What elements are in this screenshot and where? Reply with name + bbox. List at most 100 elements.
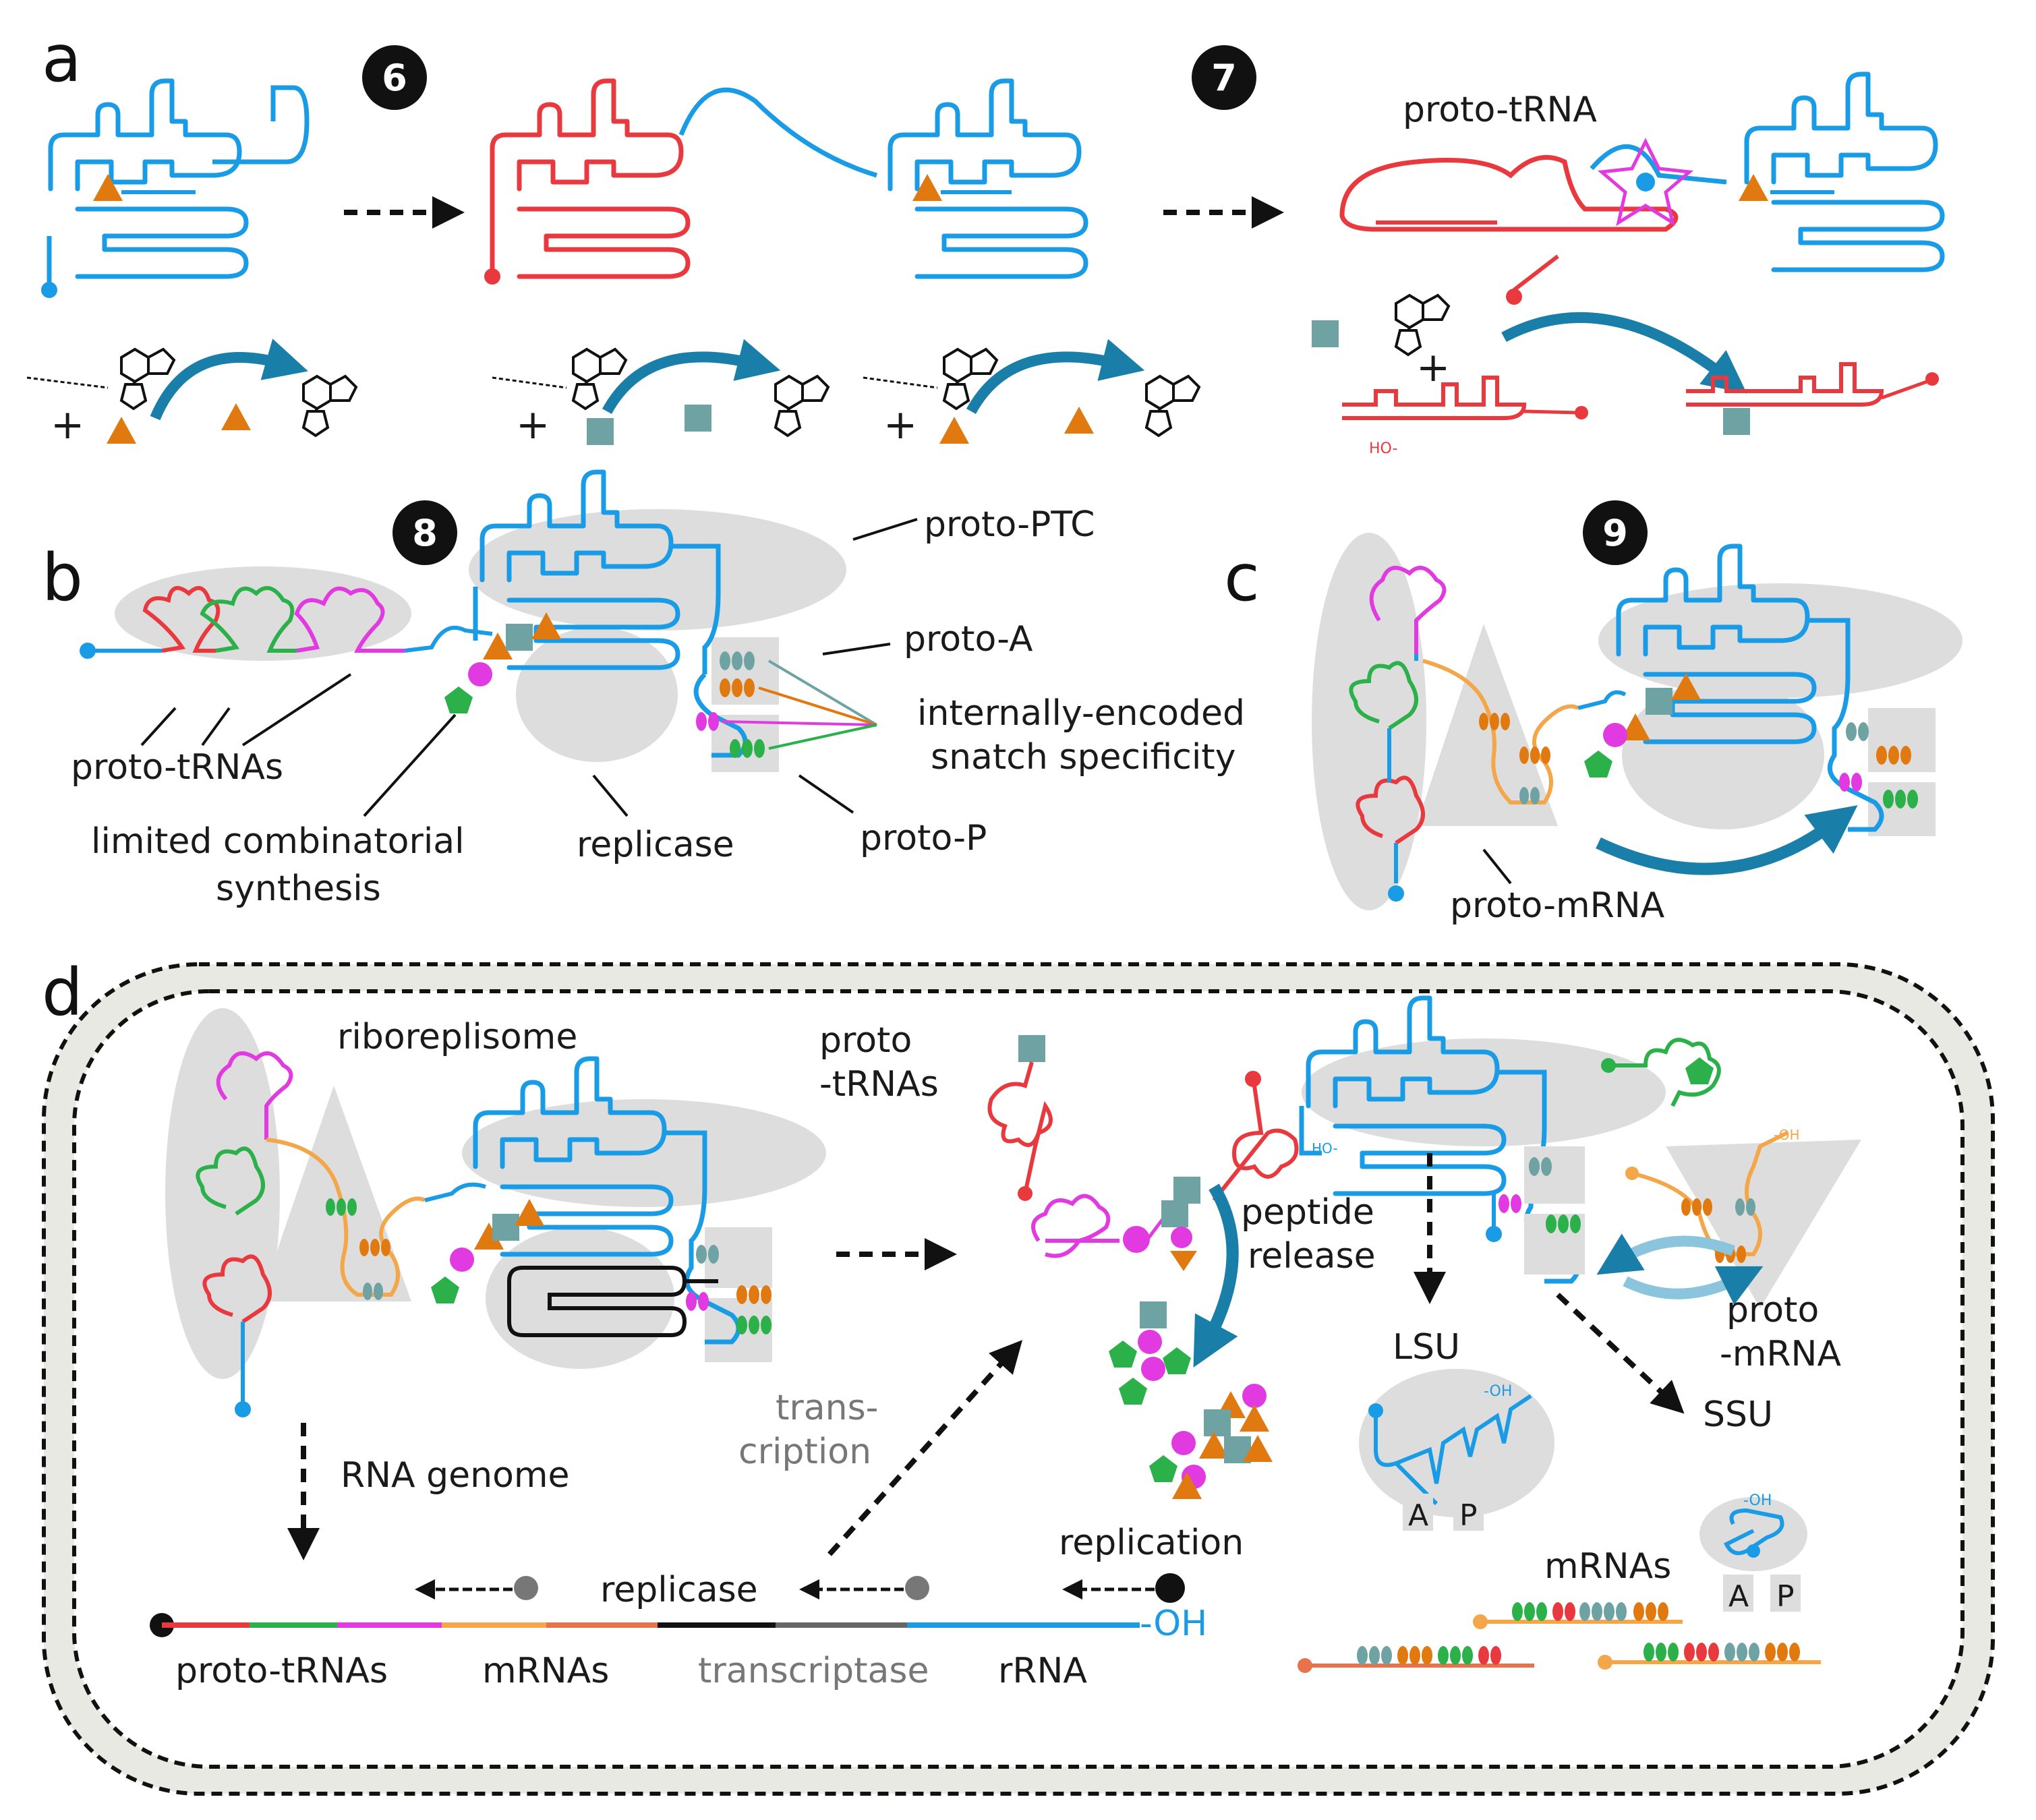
lsu-site-a-label: A: [1408, 1498, 1428, 1533]
svg-text:6: 6: [382, 57, 407, 99]
lsu-label: LSU: [1393, 1327, 1460, 1368]
rna-genome-label: RNA genome: [341, 1455, 570, 1496]
amino-acid-square: [685, 405, 711, 432]
segment-label-rrna: rRNA: [998, 1651, 1087, 1691]
proto-a-label: proto-A: [904, 619, 1033, 659]
ssu-site-a-label: A: [1728, 1579, 1749, 1614]
ssu-rrna: [1723, 1508, 1784, 1556]
replication-label: replication: [1059, 1523, 1244, 1563]
rna-terminus-dot: [484, 268, 500, 285]
proto-trna-red: [1356, 775, 1425, 845]
proto-trna-red: [202, 1254, 272, 1324]
peptide-release-arrow: [1193, 1183, 1239, 1368]
lsu-region: [1359, 1369, 1554, 1517]
mrna-strand-1: [1473, 1602, 1683, 1629]
ssu-site-a: [1723, 1575, 1753, 1612]
proto-trna-magenta: [1369, 566, 1447, 654]
amino-acid-square: [492, 1214, 519, 1241]
proto-trnas-label: proto-tRNAs: [71, 747, 283, 788]
amino-acid-square: [1646, 688, 1673, 715]
segment-label-transcriptase: transcriptase: [698, 1651, 929, 1691]
transfer-arrow: [602, 339, 781, 414]
product-trna-red: [1686, 362, 1884, 407]
plus-sign: +: [516, 401, 550, 448]
step-badge-7: 7: [1192, 45, 1256, 110]
proto-mrna-region: [1666, 1140, 1861, 1308]
anticodon-teal: [720, 651, 755, 670]
amino-acid-square: [1723, 408, 1750, 435]
replication-fork-dot: [905, 1576, 929, 1600]
transfer-arrow: [150, 339, 308, 421]
riboreplisome-label: riboreplisome: [337, 1017, 577, 1057]
proto-ptc-label: proto-PTC: [924, 504, 1095, 545]
svg-text:8: 8: [412, 512, 438, 554]
transcription-label-2: cription: [738, 1432, 871, 1472]
proto-trna-green: [1349, 661, 1418, 730]
amino-acid-circle: [1123, 1226, 1150, 1253]
amino-acid-square: [1161, 1200, 1188, 1227]
amino-acid-circle: [468, 662, 492, 686]
ribozyme-blue-2: [890, 81, 1086, 276]
peptide-cluster-2: [1149, 1384, 1273, 1499]
proto-trna-red: [142, 586, 221, 653]
translocation-arrow: [1596, 805, 1858, 875]
amino-acid-triangle: [1170, 1251, 1197, 1271]
mrna-strand-3: [1598, 1643, 1821, 1670]
proto-mrna-strand: [266, 1138, 426, 1297]
proto-trna-magenta: [294, 586, 405, 653]
panel-d: riboreplisome: [42, 962, 1995, 1796]
transfer-arrow: [966, 339, 1145, 414]
ribozyme-red-copy: [490, 81, 688, 276]
replication-fork-dot: [1155, 1573, 1185, 1603]
proto-mrna-strand: [1422, 659, 1579, 804]
hydroxyl-label: HO-: [1369, 440, 1397, 457]
transcription-label-1: trans-: [776, 1388, 878, 1428]
rna-terminus-dot: [80, 643, 96, 659]
amino-acid-pentagon: [1584, 751, 1612, 777]
internally-encoded-label: internally-encoded: [917, 693, 1245, 734]
release-label: release: [1248, 1236, 1376, 1276]
anticodon-magenta: [696, 712, 719, 731]
free-proto-trna-magenta: [1031, 1194, 1119, 1258]
panel-b: proto-PTC proto-A internally-encoded sna…: [71, 472, 1245, 909]
nucleotide-icon: [302, 375, 357, 437]
plus-sign: +: [51, 401, 84, 448]
mrnas-label: mRNAs: [1544, 1546, 1671, 1587]
proto-trna-label: proto-tRNA: [1403, 90, 1597, 130]
proto-trna-magenta: [216, 1051, 293, 1140]
anticodon-orange: [720, 678, 755, 697]
replicase-label: replicase: [600, 1570, 758, 1610]
ssu-label: SSU: [1703, 1395, 1773, 1435]
transcriptase-black: [507, 1266, 718, 1337]
proto-trnas-region: [115, 566, 411, 661]
peptide-label: peptide: [1241, 1192, 1374, 1233]
ribozyme-blue-1: [47, 81, 310, 297]
catalytic-star-icon: [1598, 138, 1693, 227]
panel-label-c: c: [1224, 540, 1260, 616]
panel-label-d: d: [42, 955, 83, 1030]
snatch-specificity-label: snatch specificity: [931, 737, 1235, 777]
rna-terminus-dot: [41, 282, 57, 298]
nucleotide-icon: [774, 375, 830, 437]
ssu-oh-label: -OH: [1743, 1492, 1772, 1509]
svg-text:9: 9: [1602, 512, 1628, 554]
amino-acid-pentagon: [444, 686, 473, 713]
segment-label-mrnas: mRNAs: [482, 1651, 609, 1691]
nucleotide-icon: [943, 348, 998, 410]
amino-acid-triangle: [221, 403, 251, 430]
step-badge-6: 6: [362, 45, 427, 110]
step-badge-8: 8: [392, 500, 457, 565]
amino-acid-triangle: [107, 417, 136, 444]
proto-trna-green: [196, 1146, 265, 1216]
replicase-region: [516, 627, 678, 762]
svg-text:7: 7: [1211, 57, 1237, 99]
ribozyme-blue-3: [1747, 74, 1942, 270]
exchange-arrow-right: [1623, 1266, 1764, 1305]
ssu-site-p: [1770, 1575, 1801, 1612]
rna-terminus-dot: [1506, 289, 1522, 305]
proto-trnas-region: [165, 1008, 280, 1379]
replicase-region: [486, 1227, 674, 1369]
proto-mrna-label-2: -mRNA: [1720, 1334, 1841, 1374]
replicase-region: [1622, 681, 1824, 829]
